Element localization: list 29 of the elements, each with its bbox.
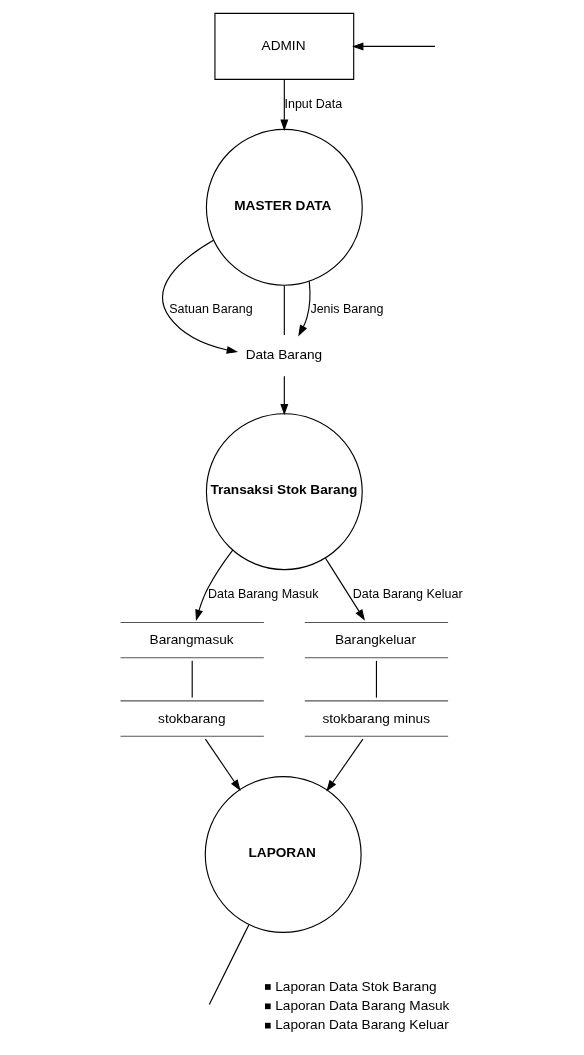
node-text: Data Barang	[245, 347, 323, 363]
label: Laporan Data Stok Barang	[275, 978, 437, 994]
edge-label: Satuan Barang	[169, 302, 253, 317]
node-circle: Transaksi Stok Barang	[205, 413, 363, 571]
arrow	[352, 42, 436, 51]
node-text: stokbarang	[158, 710, 226, 726]
edge-label: Input Data	[284, 96, 343, 111]
node-text: Barangkeluar	[334, 632, 416, 648]
label: Laporan Data Barang Keluar	[275, 1017, 449, 1033]
node-text: stokbarang minus	[322, 710, 430, 726]
connector	[208, 924, 250, 1006]
node-circle: MASTER DATA	[205, 128, 363, 286]
label: Laporan Data Barang Masuk	[275, 997, 450, 1013]
edge-label: Data Barang Masuk	[208, 586, 319, 601]
arrow	[324, 557, 365, 621]
arrow	[280, 79, 289, 131]
arrow	[298, 280, 311, 337]
node-text: Barangmasuk	[149, 632, 234, 648]
arrow	[280, 375, 289, 416]
edge-label: Jenis Barang	[310, 302, 384, 317]
connector	[283, 284, 285, 336]
arrow	[195, 549, 234, 621]
edge-label: Data Barang Keluar	[352, 586, 463, 601]
node-box: ADMIN	[214, 12, 355, 80]
connector	[375, 660, 377, 699]
arrow	[326, 738, 364, 792]
arrow	[204, 738, 241, 791]
arrow	[162, 239, 239, 354]
connector	[191, 660, 193, 699]
